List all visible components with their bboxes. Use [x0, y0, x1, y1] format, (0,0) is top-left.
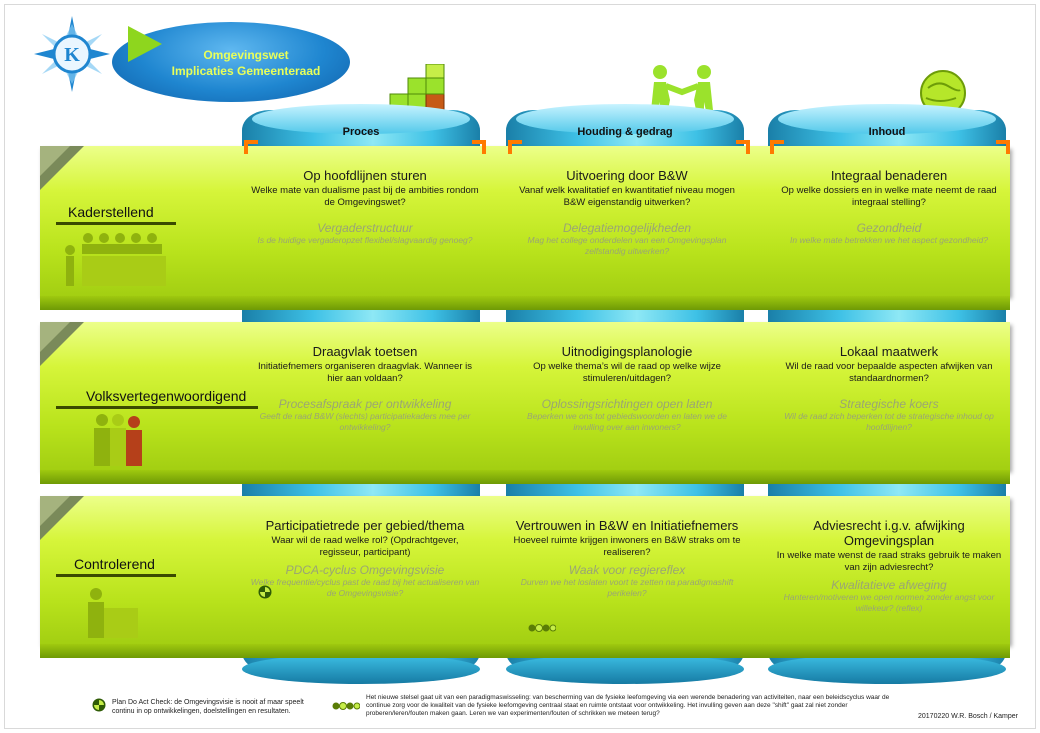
- row-kaderstellend: [40, 146, 1010, 296]
- notch-marker: [508, 140, 522, 154]
- cell-sub-question: Wil de raad zich beperken tot de strateg…: [784, 411, 994, 432]
- cell-heading: Participatietrede per gebied/thema: [265, 518, 465, 533]
- row-controlerend-shadow: [40, 644, 1010, 658]
- title-line-1: Omgevingswet: [203, 48, 289, 62]
- row-label-underline: [56, 574, 176, 577]
- cell-sub-heading: Gezondheid: [856, 221, 922, 235]
- footer-credit: 20170220 W.R. Bosch / Kamper: [918, 713, 1018, 720]
- people-group-icon: [94, 414, 142, 466]
- row-volksvertegenwoordigend: [40, 322, 1010, 470]
- cell-sub-question: Welke frequentie/cyclus past de raad bij…: [250, 577, 480, 598]
- cell-sub-question: Mag het college onderdelen van een Omgev…: [527, 235, 727, 256]
- cell-op-hoofdlijnen-sturen: Op hoofdlijnen sturen Welke mate van dua…: [250, 168, 480, 246]
- cell-uitvoering-door-bw: Uitvoering door B&W Vanaf welk kwalitati…: [512, 168, 742, 257]
- cell-question: Hoeveel ruimte krijgen inwoners en B&W s…: [513, 535, 741, 558]
- cell-question: Waar wil de raad welke rol? (Opdrachtgev…: [271, 535, 459, 558]
- council-table-icon: [65, 233, 166, 286]
- row-label-controlerend: Controlerend: [74, 556, 155, 572]
- cell-sub-heading: Waak voor regiereflex: [568, 563, 686, 577]
- cell-sub-question: Beperken we ons tot gebiedswoorden en la…: [527, 411, 727, 432]
- cell-uitnodigingsplanologie: Uitnodigingsplanologie Op welke thema’s …: [512, 344, 742, 433]
- pdca-cycle-icon: [258, 585, 272, 599]
- row-controlerend: [40, 496, 1010, 644]
- cell-question: Op welke dossiers en in welke mate neemt…: [781, 185, 997, 208]
- cell-heading: Uitvoering door B&W: [566, 168, 688, 183]
- cell-question: Op welke thema’s wil de raad op welke wi…: [533, 361, 721, 384]
- paradigm-shift-icon: [332, 702, 360, 710]
- cell-integraal-benaderen: Integraal benaderen Op welke dossiers en…: [774, 168, 1004, 246]
- cell-sub-heading: Delegatiemogelijkheden: [562, 221, 692, 235]
- cell-heading: Vertrouwen in B&W en Initiatiefnemers: [515, 518, 739, 533]
- title-line-2: Implicaties Gemeenteraad: [171, 64, 321, 78]
- notch-marker: [736, 140, 750, 154]
- cell-question: In welke mate wenst de raad straks gebru…: [776, 550, 1002, 573]
- cell-sub-heading: Kwalitatieve afweging: [831, 578, 947, 592]
- notch-marker: [244, 140, 258, 154]
- cell-lokaal-maatwerk: Lokaal maatwerk Wil de raad voor bepaald…: [774, 344, 1004, 433]
- play-arrow-icon: [128, 26, 162, 62]
- inspector-desk-icon: [88, 588, 138, 638]
- row-label-underline: [56, 406, 258, 409]
- cell-sub-heading: PDCA-cyclus Omgevingsvisie: [285, 563, 445, 577]
- notch-marker: [996, 140, 1010, 154]
- row-label-volksvertegenwoordigend: Volksvertegenwoordigend: [86, 388, 247, 404]
- paradigm-shift-icon: [528, 624, 556, 632]
- row-corner-decoration: [40, 496, 84, 540]
- cell-heading: Integraal benaderen: [830, 168, 948, 183]
- cell-heading: Adviesrecht i.g.v. afwijking Omgevingspl…: [813, 518, 965, 548]
- cell-question: Vanaf welk kwalitatief en kwantitatief n…: [519, 185, 735, 208]
- cell-heading: Lokaal maatwerk: [839, 344, 939, 359]
- row-volksvertegenwoordigend-shadow: [40, 470, 1010, 484]
- cell-sub-question: Hanteren/motiveren we open normen zonder…: [783, 592, 995, 613]
- cell-question: Wil de raad voor bepaalde aspecten afwij…: [785, 361, 993, 384]
- cell-sub-question: Geeft de raad B&W (slechts) participatie…: [259, 411, 471, 432]
- cell-sub-question: In welke mate betrekken we het aspect ge…: [790, 235, 988, 245]
- row-label-kaderstellend: Kaderstellend: [68, 204, 154, 220]
- cell-heading: Op hoofdlijnen sturen: [303, 168, 427, 183]
- cell-sub-heading: Vergaderstructuur: [317, 221, 413, 235]
- cell-sub-question: Is de huidige vergaderopzet flexibel/sla…: [257, 235, 473, 245]
- logo-star-icon: K: [34, 16, 110, 92]
- cell-question: Welke mate van dualisme past bij de ambi…: [251, 185, 479, 208]
- cell-heading: Draagvlak toetsen: [312, 344, 418, 359]
- row-corner-decoration: [40, 146, 84, 190]
- pdca-cycle-icon: [92, 698, 106, 712]
- cell-sub-heading: Oplossingsrichtingen open laten: [541, 397, 713, 411]
- row-label-underline: [56, 222, 176, 225]
- cell-question: Initiatiefnemers organiseren draagvlak. …: [257, 361, 473, 384]
- column-header-inhoud: Inhoud: [868, 126, 906, 138]
- cell-sub-heading: Strategische koers: [839, 397, 939, 411]
- notch-marker: [770, 140, 784, 154]
- cell-adviesrecht: Adviesrecht i.g.v. afwijking Omgevingspl…: [774, 518, 1004, 614]
- svg-text:K: K: [64, 44, 80, 66]
- column-header-houding-gedrag: Houding & gedrag: [577, 126, 673, 138]
- footer-pdca-note: Plan Do Act Check: de Omgevingsvisie is …: [112, 699, 304, 715]
- page-frame: [4, 4, 1036, 729]
- cell-draagvlak-toetsen: Draagvlak toetsen Initiatiefnemers organ…: [250, 344, 480, 433]
- footer-paradigm-note: Het nieuwe stelsel gaat uit van een para…: [366, 694, 890, 717]
- row-kaderstellend-shadow: [40, 296, 1010, 310]
- cell-vertrouwen-in-bw: Vertrouwen in B&W en Initiatiefnemers Ho…: [512, 518, 742, 599]
- row-corner-decoration: [40, 322, 84, 366]
- cell-participatietrede: Participatietrede per gebied/thema Waar …: [250, 518, 480, 599]
- column-header-proces: Proces: [342, 126, 380, 138]
- cell-heading: Uitnodigingsplanologie: [561, 344, 693, 359]
- notch-marker: [472, 140, 486, 154]
- cell-sub-heading: Procesafspraak per ontwikkeling: [278, 397, 452, 411]
- cell-sub-question: Durven we het loslaten voort te zetten n…: [520, 577, 734, 598]
